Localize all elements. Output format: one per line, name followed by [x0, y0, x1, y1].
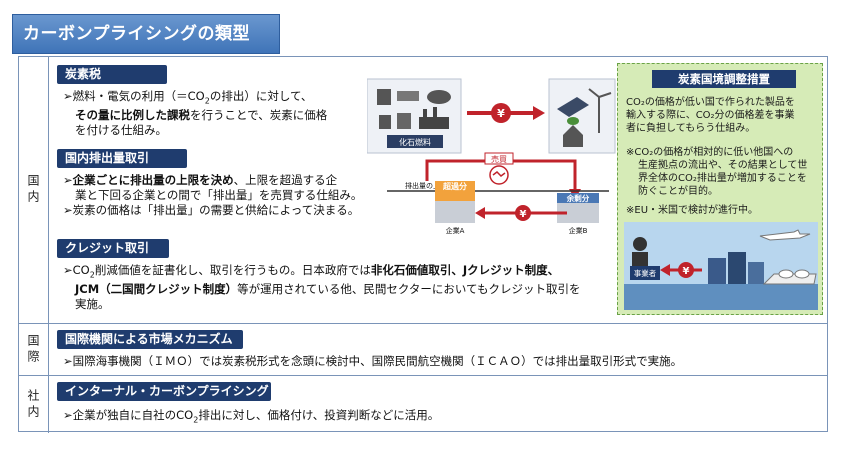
cbam-status-note: ※EU・米国で検討が進行中。	[626, 205, 759, 216]
credit-header: クレジット取引	[57, 239, 169, 258]
cbam-description: CO₂の価格が低い国で作られた製品を 輸入する際に、CO₂分の価格差を事業 者に…	[626, 97, 795, 134]
page-title: カーボンプライシングの類型	[12, 14, 280, 54]
international-mech-text: ➢国際海事機関（ＩＭＯ）では炭素税形式を念頭に検討中、国際民間航空機関（ＩＣＡＯ…	[63, 354, 683, 368]
cbam-panel: 炭素国境調整措置 CO₂の価格が低い国で作られた製品を 輸入する際に、CO₂分の…	[617, 63, 823, 315]
payment-arrow: ¥	[475, 205, 567, 221]
row-label-domestic: 国内	[19, 57, 49, 323]
cbam-purpose-note: ※CO₂の価格が相対的に低い他国への 生産拠点の流出や、その結果として世 界全体…	[626, 147, 808, 197]
row-label-internal: 社内	[19, 376, 49, 433]
over-box	[435, 181, 475, 201]
surplus-label: 余剰分	[566, 193, 590, 203]
internal-section: 社内 インターナル・カーボンプライシング ➢企業が独自に自社のCO2排出に対し、…	[19, 375, 827, 433]
company-a-block	[435, 201, 475, 223]
international-section: 国際 国際機関による市場メカニズム ➢国際海事機関（ＩＭＯ）では炭素税形式を念頭…	[19, 323, 827, 375]
internal-cp-header: インターナル・カーボンプライシング	[57, 382, 271, 401]
surplus-box	[557, 193, 599, 203]
cbam-yen-icon: ¥	[683, 266, 690, 277]
carbon-tax-text: ➢燃料・電気の利用（＝CO2の排出）に対して、 その量に比例した課税を行うことで…	[63, 89, 328, 138]
row-label-international: 国際	[19, 324, 49, 375]
ets-header: 国内排出量取引	[57, 149, 187, 168]
internal-cp-text: ➢企業が独自に自社のCO2排出に対し、価格付け、投資判断などに活用。	[63, 408, 440, 425]
fossil-fuel-label: 化石燃料	[399, 137, 431, 147]
cbam-illustration: 事業者 ¥	[624, 222, 818, 310]
international-mech-header: 国際機関による市場メカニズム	[57, 330, 243, 349]
over-label: 超過分	[442, 181, 467, 191]
cap-label: 排出量の上限	[405, 181, 447, 190]
cbam-arrow: ¥	[660, 262, 702, 278]
company-a-label: 企業A	[446, 226, 465, 235]
tax-arrow: ¥	[467, 103, 545, 123]
trade-label: 売買	[491, 154, 507, 164]
ets-yen-icon: ¥	[520, 209, 527, 220]
yen-icon: ¥	[497, 107, 505, 120]
carbon-tax-header: 炭素税	[57, 65, 167, 84]
renewable-panel	[548, 78, 616, 154]
carbon-tax-illustration: 化石燃料 ¥	[367, 78, 616, 154]
pricing-table: 国内 炭素税 ➢燃料・電気の利用（＝CO2の排出）に対して、 その量に比例した課…	[18, 56, 828, 433]
ets-text: ➢企業ごとに排出量の上限を決め、上限を超過する企 業と下回る企業との間で「排出量…	[63, 173, 363, 217]
credit-text: ➢CO2削減価値を証書化し、取引を行うもの。日本政府では非化石価値取引、Jクレジ…	[63, 263, 581, 312]
cbam-header: 炭素国境調整措置	[652, 70, 796, 88]
company-b-label: 企業B	[569, 226, 588, 235]
domestic-section: 国内 炭素税 ➢燃料・電気の利用（＝CO2の排出）に対して、 その量に比例した課…	[19, 57, 827, 323]
ets-illustration: 売買 排出量の上限 超過分 余剰分 ¥ 企業A 企業B	[387, 152, 609, 235]
operator-label: 事業者	[634, 268, 657, 278]
fossil-fuel-panel: 化石燃料	[367, 78, 462, 154]
company-b-block	[557, 203, 599, 223]
